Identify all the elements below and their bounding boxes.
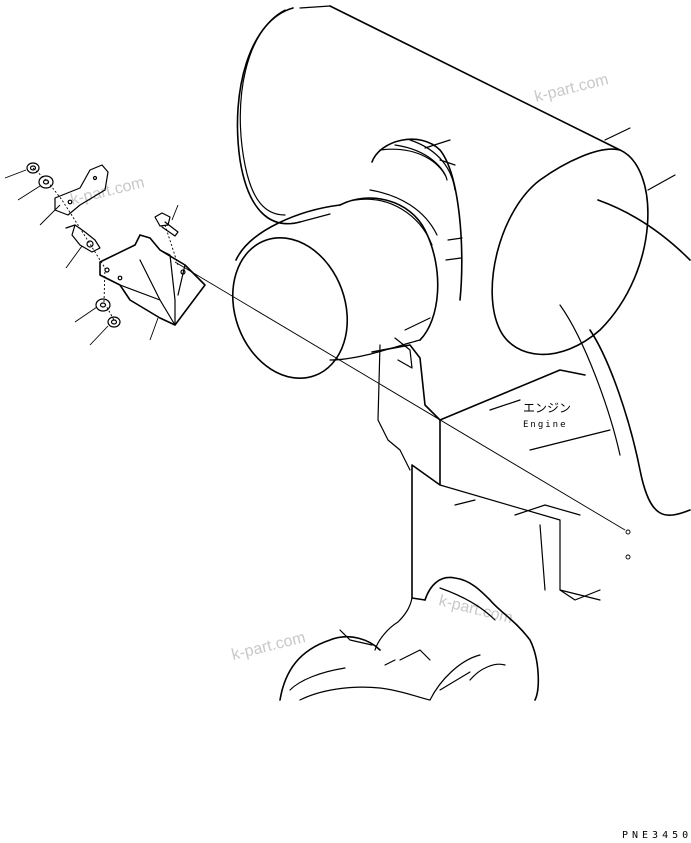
lower-nut-icon (107, 316, 121, 328)
callout-line (65, 245, 83, 269)
engine-label-en: Engine (523, 420, 568, 430)
watermark-top-left: k-part.com (69, 174, 146, 209)
bracket-assembly (4, 162, 206, 346)
callout-line (17, 185, 41, 201)
engine-label-jp: エンジン (523, 401, 571, 415)
callout-line (39, 204, 61, 226)
leader-endpoint-dot (625, 529, 631, 535)
plate-bracket (54, 164, 109, 216)
watermark-bottom-left: k-part.com (230, 629, 307, 664)
callout-line (4, 169, 27, 179)
lower-washer-icon (95, 298, 111, 312)
watermark-group: k-part.com k-part.com k-part.com k-part.… (69, 71, 610, 664)
air-cleaner-body (236, 5, 691, 517)
watermark-bottom-middle: k-part.com (437, 592, 514, 627)
intake-pipe (231, 138, 463, 380)
sensor-icon (65, 224, 101, 253)
watermark-top-right: k-part.com (533, 71, 610, 106)
figure-code: PNE3450 (622, 830, 691, 841)
bolt-icon (154, 212, 179, 237)
leader-endpoint-dot-2 (625, 554, 631, 560)
nut-icon (26, 162, 40, 174)
callout-line (171, 204, 179, 221)
engine-block (279, 337, 611, 701)
callout-line (89, 325, 109, 346)
main-bracket (99, 234, 206, 326)
callout-line (149, 317, 159, 341)
callout-line (74, 306, 98, 323)
leader-line-engine (174, 261, 626, 531)
